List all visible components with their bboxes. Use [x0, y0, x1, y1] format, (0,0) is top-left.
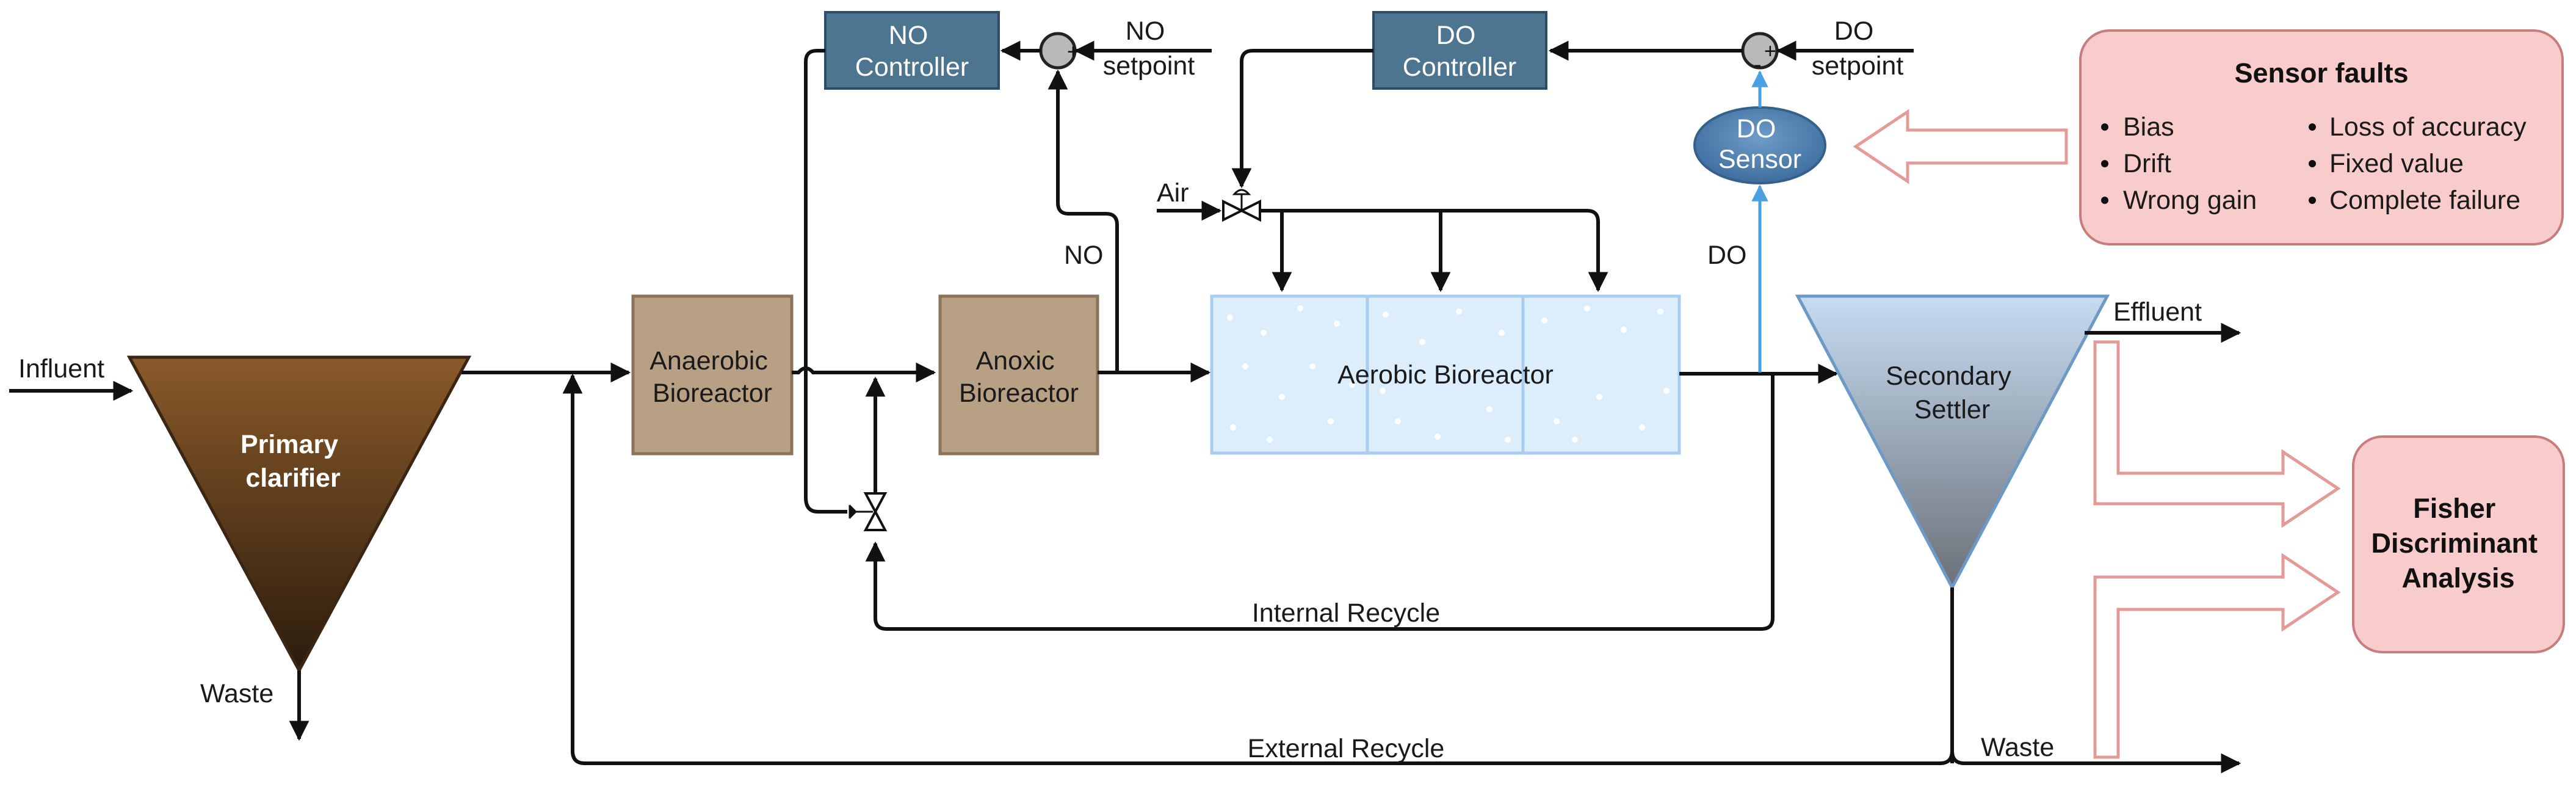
- influent-label: Influent: [18, 354, 104, 383]
- bullet-icon: [2101, 160, 2108, 167]
- aerobic-bioreactor: [1210, 294, 1681, 455]
- do-controller-line1: DO: [1436, 21, 1476, 50]
- effluent-data-arrow: [2093, 340, 2341, 528]
- fda-line3: Analysis: [2401, 562, 2514, 594]
- bullet-icon: [2101, 123, 2108, 131]
- sensor-faults-box: [2079, 29, 2564, 245]
- primary-waste-label: Waste: [200, 679, 273, 708]
- bullet-icon: [2309, 123, 2316, 131]
- secondary-waste-label: Waste: [1981, 733, 2054, 762]
- do-controller: [1372, 11, 1547, 90]
- external-recycle-line: [562, 373, 1954, 765]
- anoxic-label: Anoxic Bioreactor: [959, 346, 1079, 408]
- air-valve: [1222, 189, 1261, 222]
- internal-recycle-label: Internal Recycle: [1252, 598, 1440, 628]
- effluent-label: Effluent: [2113, 297, 2202, 327]
- anaerobic-line2: Bioreactor: [653, 379, 772, 408]
- do-control-to-valve-line: [1231, 49, 1373, 189]
- internal-recycle-line: [865, 374, 1775, 631]
- do-setpoint-line1: DO: [1834, 16, 1874, 46]
- no-signal-label: NO: [1064, 241, 1104, 270]
- fault-item: Drift: [2123, 149, 2171, 178]
- do-sensor-line2: Sensor: [1718, 145, 1801, 174]
- anaerobic-to-anoxic-line: [792, 362, 936, 383]
- primary-clarifier-label: Primary clarifier: [241, 430, 346, 493]
- fault-item: Bias: [2123, 112, 2174, 142]
- no-setpoint-label: NO setpoint: [1103, 16, 1195, 81]
- bullet-icon: [2309, 160, 2316, 167]
- secondary-settler: [1795, 294, 2110, 591]
- fda-label: Fisher Discriminant Analysis: [2371, 493, 2545, 594]
- no-controller-label: NO Controller: [855, 21, 969, 82]
- external-recycle-label: External Recycle: [1248, 734, 1445, 763]
- no-control-arrowhead: [850, 504, 857, 519]
- fault-injection-arrow: [1853, 109, 2068, 184]
- fault-item: Loss of accuracy: [2329, 112, 2527, 142]
- no-controller-line1: NO: [889, 21, 928, 50]
- settler-line2: Settler: [1914, 395, 1990, 424]
- do-controller-line2: Controller: [1403, 53, 1516, 82]
- do-sensor-label: DO Sensor: [1718, 114, 1801, 174]
- air-label: Air: [1157, 178, 1189, 208]
- no-controller: [824, 11, 1000, 90]
- primary-clarifier-line1: Primary: [241, 430, 338, 459]
- primary-clarifier: [126, 355, 472, 674]
- do-signal-label: DO: [1707, 241, 1747, 270]
- do-sensor-line1: DO: [1737, 114, 1776, 144]
- sensor-faults-title: Sensor faults: [2234, 57, 2408, 89]
- no-controller-line2: Controller: [855, 53, 969, 82]
- waste-data-arrow: [2093, 553, 2341, 759]
- do-setpoint-line2: setpoint: [1812, 51, 1904, 81]
- anaerobic-label: Anaerobic Bioreactor: [649, 346, 775, 408]
- air-to-zone3-line: [1260, 209, 1608, 292]
- no-control-to-valve-line: [804, 49, 847, 514]
- fault-item: Wrong gain: [2123, 186, 2257, 215]
- fault-item: Complete failure: [2329, 186, 2520, 215]
- bullet-icon: [2101, 197, 2108, 204]
- sensor-faults-left-list: Bias Drift Wrong gain: [2101, 112, 2257, 215]
- settler-line1: Secondary: [1886, 361, 2011, 391]
- bullet-icon: [2309, 197, 2316, 204]
- settler-label: Secondary Settler: [1886, 361, 2019, 424]
- fda-line2: Discriminant: [2371, 528, 2538, 559]
- do-sum-plus: +: [1764, 40, 1776, 63]
- no-setpoint-line1: NO: [1126, 16, 1165, 46]
- anoxic-bioreactor: [938, 294, 1099, 456]
- fda-box: [2352, 435, 2565, 653]
- fda-line1: Fisher: [2413, 493, 2495, 524]
- fault-item: Fixed value: [2329, 149, 2464, 178]
- no-measurement-line: [1047, 69, 1119, 372]
- anaerobic-line1: Anaerobic: [649, 346, 768, 376]
- anoxic-line1: Anoxic: [975, 346, 1054, 376]
- anoxic-line2: Bioreactor: [959, 379, 1079, 408]
- no-setpoint-line2: setpoint: [1103, 51, 1195, 81]
- anaerobic-bioreactor: [631, 294, 794, 456]
- aerobic-label: Aerobic Bioreactor: [1337, 360, 1554, 390]
- sensor-faults-right-list: Loss of accuracy Fixed value Complete fa…: [2309, 112, 2527, 215]
- primary-clarifier-line2: clarifier: [245, 463, 341, 493]
- do-setpoint-label: DO setpoint: [1812, 16, 1904, 81]
- do-controller-label: DO Controller: [1403, 21, 1516, 82]
